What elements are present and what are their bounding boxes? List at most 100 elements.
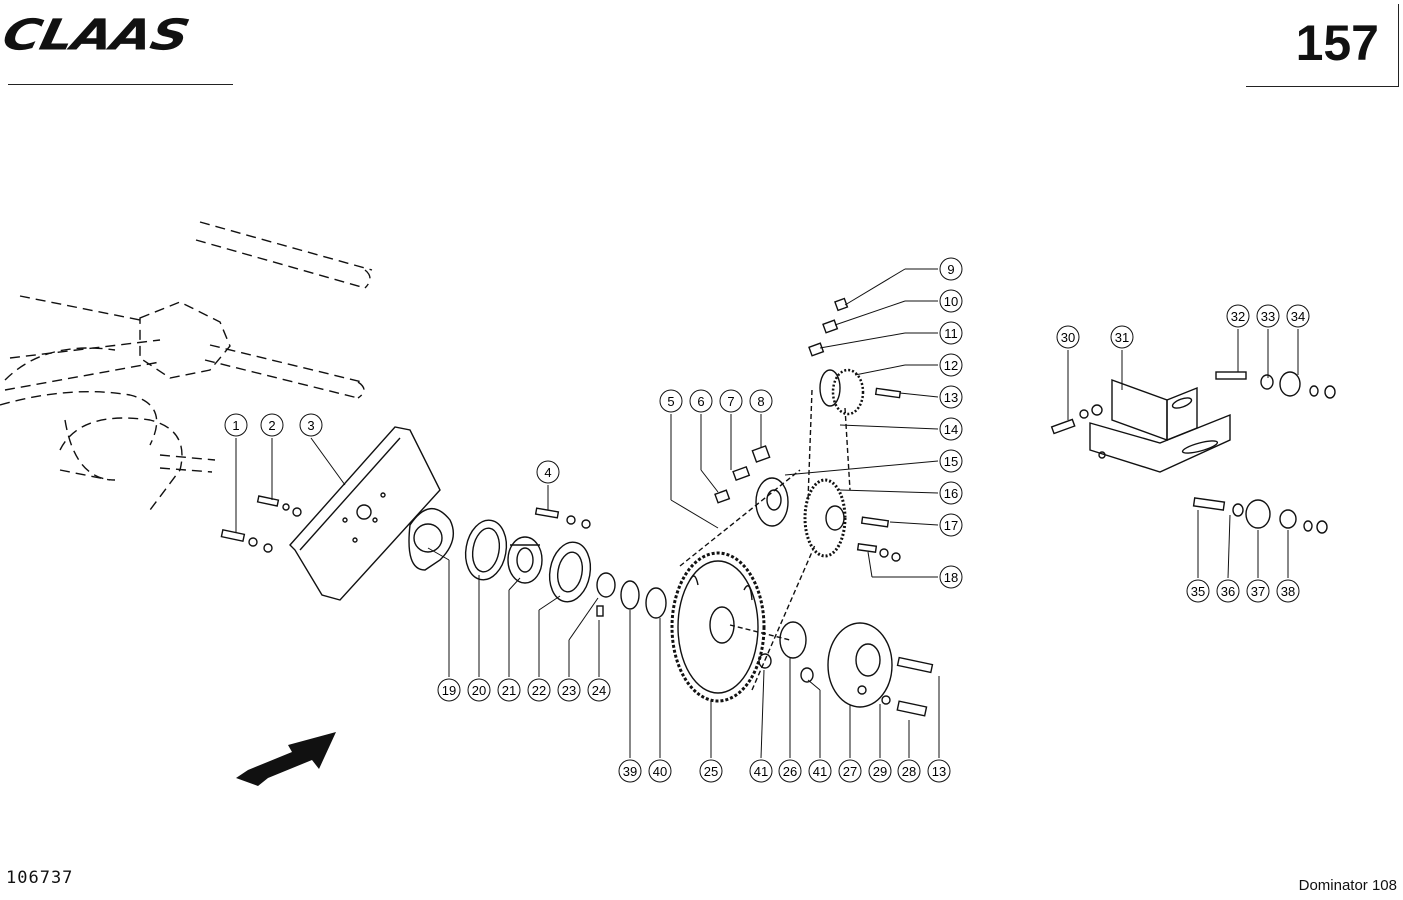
callout-label: 41 [813, 764, 827, 779]
large-sprocket [670, 551, 766, 703]
callout-label: 18 [944, 570, 958, 585]
brand-logo: CLAAS [0, 11, 233, 85]
callout: 30 [1056, 325, 1080, 349]
callout-label: 24 [592, 683, 606, 698]
housing-plate [289, 426, 441, 601]
callout-label: 10 [944, 294, 958, 309]
callout: 12 [939, 353, 963, 377]
callout: 38 [1276, 579, 1300, 603]
callout: 7 [719, 389, 743, 413]
hub-disc [827, 622, 893, 708]
callout-label: 13 [944, 390, 958, 405]
callout-label: 35 [1191, 584, 1205, 599]
callout-label: 33 [1261, 309, 1275, 324]
callout-label: 15 [944, 454, 958, 469]
bearing-flange [408, 508, 454, 571]
callout-label: 27 [843, 764, 857, 779]
callout-label: 2 [268, 418, 275, 433]
callout: 15 [939, 449, 963, 473]
callout: 34 [1286, 304, 1310, 328]
callout: 32 [1226, 304, 1250, 328]
callout: 24 [587, 678, 611, 702]
callout-label: 4 [544, 465, 551, 480]
callout: 27 [838, 759, 862, 783]
callout: 31 [1110, 325, 1134, 349]
callout: 22 [527, 678, 551, 702]
callout-label: 19 [442, 683, 456, 698]
callout: 21 [497, 678, 521, 702]
callout: 40 [648, 759, 672, 783]
callout: 14 [939, 417, 963, 441]
callout-label: 32 [1231, 309, 1245, 324]
callout-label: 13 [932, 764, 946, 779]
callout-label: 11 [944, 326, 958, 341]
callout: 5 [659, 389, 683, 413]
callout: 37 [1246, 579, 1270, 603]
callout-label: 29 [873, 764, 887, 779]
callout: 2 [260, 413, 284, 437]
callout: 29 [868, 759, 892, 783]
callout: 13 [927, 759, 951, 783]
callout: 10 [939, 289, 963, 313]
callout-label: 26 [783, 764, 797, 779]
callout-label: 1 [232, 418, 239, 433]
callout-label: 16 [944, 486, 958, 501]
callout-label: 23 [562, 683, 576, 698]
callout-label: 21 [502, 683, 516, 698]
callout-label: 30 [1061, 330, 1075, 345]
callout-label: 14 [944, 422, 958, 437]
callout-label: 28 [902, 764, 916, 779]
machine-model: Dominator 108 [1298, 877, 1397, 894]
callout: 4 [536, 460, 560, 484]
callout: 26 [778, 759, 802, 783]
callout: 13 [939, 385, 963, 409]
callout: 23 [557, 678, 581, 702]
callout-label: 9 [947, 262, 954, 277]
callout-label: 39 [623, 764, 637, 779]
callout-label: 41 [754, 764, 768, 779]
callout: 28 [897, 759, 921, 783]
callout: 6 [689, 389, 713, 413]
callout: 36 [1216, 579, 1240, 603]
callout-set: 1 2 3 4 5 6 7 8 9 10 11 12 13 14 15 16 1… [224, 257, 1310, 783]
callout-label: 22 [532, 683, 546, 698]
callout-label: 37 [1251, 584, 1265, 599]
leader-lines [235, 268, 1299, 759]
callout: 17 [939, 513, 963, 537]
callout: 9 [939, 257, 963, 281]
callout: 35 [1186, 579, 1210, 603]
callout: 11 [939, 321, 963, 345]
callout-label: 40 [653, 764, 667, 779]
callout-label: 7 [727, 394, 734, 409]
callout: 18 [939, 565, 963, 589]
drawing-number: 106737 [6, 868, 74, 888]
callout-label: 5 [667, 394, 674, 409]
callout-label: 8 [757, 394, 764, 409]
direction-arrow-icon [236, 732, 336, 786]
callout-label: 3 [307, 418, 314, 433]
machine-background-outline [0, 221, 373, 511]
callout-label: 38 [1281, 584, 1295, 599]
callout: 33 [1256, 304, 1280, 328]
callout-label: 20 [472, 683, 486, 698]
callout: 39 [618, 759, 642, 783]
callout-label: 12 [944, 358, 958, 373]
bolt-1 [220, 528, 273, 553]
callout: 1 [224, 413, 248, 437]
callout: 8 [749, 389, 773, 413]
callout-label: 31 [1115, 330, 1129, 345]
page-number: 157 [1295, 15, 1379, 71]
callout: 19 [437, 678, 461, 702]
logo-underline [8, 84, 233, 85]
callout: 16 [939, 481, 963, 505]
bolt-2 [256, 495, 302, 517]
callout: 41 [808, 759, 832, 783]
mounting-bracket [1089, 379, 1231, 473]
callout: 25 [699, 759, 723, 783]
callout-label: 6 [697, 394, 704, 409]
callout-label: 25 [704, 764, 718, 779]
callout: 3 [299, 413, 323, 437]
callout-label: 36 [1221, 584, 1235, 599]
callout-label: 17 [944, 518, 958, 533]
